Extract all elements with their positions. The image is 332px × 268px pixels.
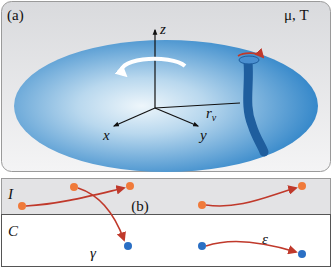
parameter-label: μ, T bbox=[284, 8, 309, 23]
radius-label: rv bbox=[206, 106, 216, 123]
condensate-region bbox=[2, 215, 331, 267]
circulation-arrow bbox=[122, 59, 185, 74]
axes bbox=[114, 30, 240, 126]
region-label: I bbox=[8, 187, 330, 202]
panel-ground bbox=[2, 2, 331, 172]
trajectories bbox=[26, 188, 296, 252]
axis-label: y bbox=[200, 128, 207, 143]
axis-label: x bbox=[103, 128, 110, 143]
vortex-top bbox=[239, 56, 259, 64]
particles bbox=[18, 182, 306, 258]
condensate-disk bbox=[14, 40, 318, 172]
region-label: C bbox=[8, 224, 330, 239]
region-box: C bbox=[2, 215, 330, 266]
axis-label: z bbox=[160, 22, 166, 37]
process-label: ε bbox=[262, 232, 268, 247]
panel-ground bbox=[2, 179, 331, 267]
panel-label: (b) bbox=[131, 199, 149, 214]
vortex-tube bbox=[248, 62, 264, 152]
process-label: γ bbox=[90, 246, 96, 261]
panel-label: (a) bbox=[7, 8, 24, 23]
region-box: I bbox=[2, 179, 330, 214]
vortex-rotation bbox=[238, 53, 263, 57]
